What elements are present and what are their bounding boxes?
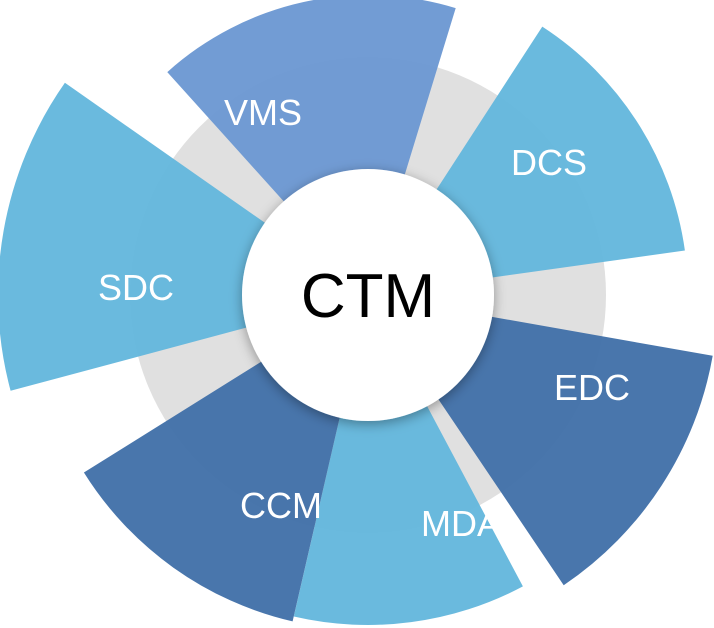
center-circle[interactable] xyxy=(242,169,494,421)
segment-dcs[interactable] xyxy=(400,26,685,287)
segment-label-sdc: SDC xyxy=(98,267,174,308)
segment-label-edc: EDC xyxy=(554,367,630,408)
segment-label-mda: MDA xyxy=(421,503,501,544)
segment-label-dcs: DCS xyxy=(511,142,587,183)
segment-label-vms: VMS xyxy=(224,92,302,133)
segment-sdc[interactable] xyxy=(0,82,319,391)
segment-edc[interactable] xyxy=(401,305,713,586)
center-label: CTM xyxy=(301,262,435,331)
segment-ccm[interactable] xyxy=(83,326,355,622)
segment-label-ccm: CCM xyxy=(240,485,322,526)
